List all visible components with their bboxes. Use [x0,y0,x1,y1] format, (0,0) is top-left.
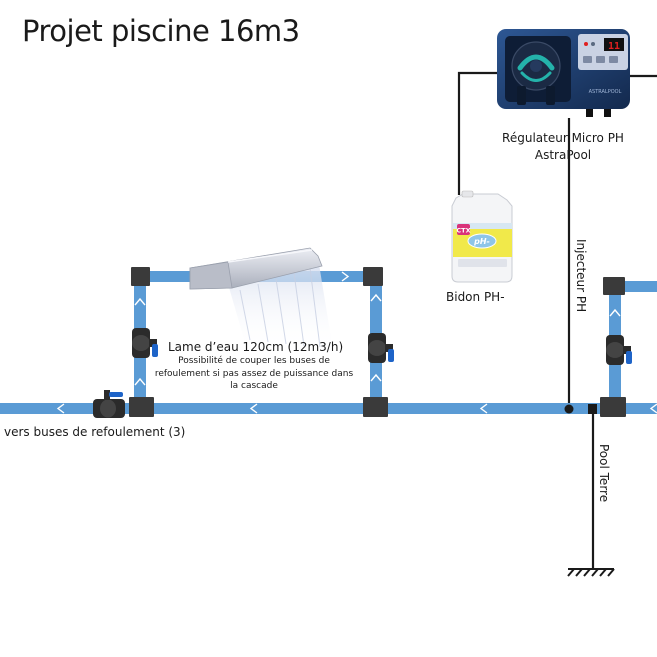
flow-arrow-icon [609,308,621,317]
wiring [457,71,657,568]
tee-fitting [600,397,626,417]
flow-arrow-icon [370,373,382,382]
flow-arrow-icon [134,377,146,386]
far-right-top-pipe [609,281,657,292]
elbow-fitting [603,277,625,295]
injector-junction [564,404,574,414]
flow-arrow-icon [56,403,65,414]
waterfall-blade-icon [189,247,333,350]
elbow-fitting [131,267,150,286]
dosing-tube [457,71,500,195]
flow-arrow-icon [134,297,146,306]
injector-label: Injecteur PH [574,239,588,313]
flow-arrows [56,271,657,414]
regulator-label: Régulateur Micro PH AstraPool [502,131,624,162]
flow-arrow-icon [649,403,657,414]
page-title: Projet piscine 16m3 [22,14,300,48]
tee-fitting [363,397,388,417]
container-label: Bidon PH- [446,290,505,304]
ground-clamp [588,404,597,414]
outlet-label: vers buses de refoulement (3) [4,425,186,439]
waterfall-label: Lame d’eau 120cm (12m3/h) [168,340,344,354]
flow-arrow-icon [249,403,258,414]
ball-valve-icon [93,390,125,418]
ball-valve-icon [368,333,394,363]
waterfall-note: Possibilité de couper les buses de refou… [154,356,354,391]
container-product-label: pH- [473,237,490,246]
flow-arrow-icon [341,271,350,282]
ground-label: Pool Terre [597,444,611,503]
regulator-display: 11 [608,41,620,52]
ground-symbol-icon [567,568,615,577]
chemical-container-icon: CTX pH- [451,190,513,283]
elbow-fitting [363,267,383,286]
ball-valve-icon [606,335,632,365]
ball-valve-icon [132,328,158,358]
container-logo: CTX [456,227,470,235]
flow-arrow-icon [370,293,382,302]
flow-arrow-icon [479,403,488,414]
peristaltic-pump-icon: 11 ASTRALPOOL [497,29,630,117]
tee-fitting [129,397,154,417]
regulator-brand: ASTRALPOOL [589,89,622,95]
main-pipe [0,403,657,414]
fittings [129,267,626,417]
